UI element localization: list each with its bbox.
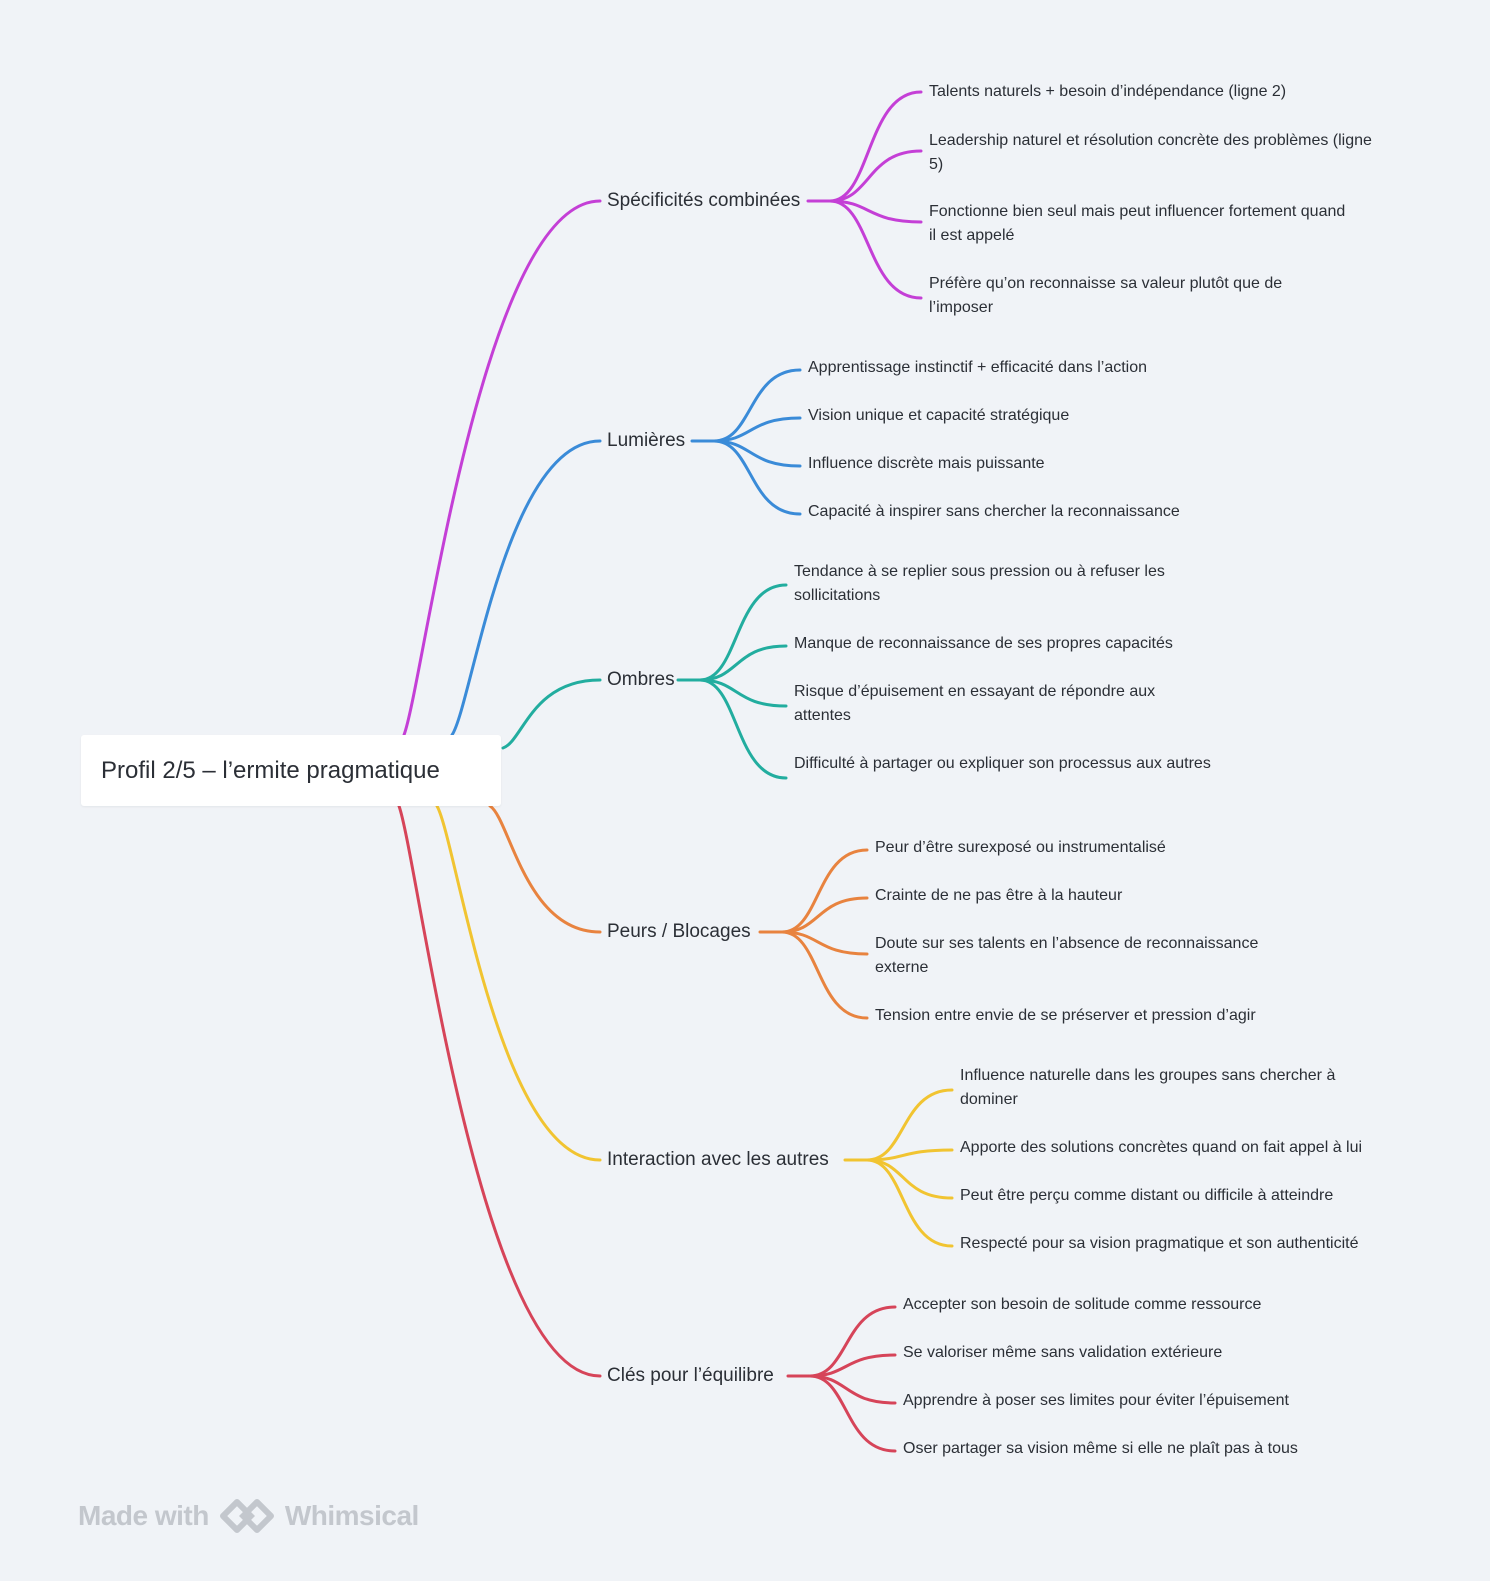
branch-label: Interaction avec les autres <box>607 1149 829 1170</box>
branch-leaf-connector <box>712 416 802 443</box>
branch-node-lumieres[interactable]: Lumières <box>607 429 685 453</box>
leaf-node[interactable]: Peur d’être surexposé ou instrumentalisé <box>875 839 1166 856</box>
branch-node-peurs[interactable]: Peurs / Blocages <box>607 920 751 944</box>
branch-leaf-connector <box>712 439 802 516</box>
root-node[interactable]: Profil 2/5 – l’ermite pragmatique <box>81 735 501 806</box>
branch-node-cles[interactable]: Clés pour l’équilibre <box>607 1364 774 1388</box>
leaf-node[interactable]: Respecté pour sa vision pragmatique et s… <box>960 1235 1359 1252</box>
branch-label: Ombres <box>607 669 675 690</box>
leaf-node[interactable]: Influence discrète mais puissante <box>808 455 1045 472</box>
branch-leaf-connector <box>698 583 788 682</box>
root-branch-connector <box>450 439 602 737</box>
branch-label: Spécificités combinées <box>607 190 801 211</box>
leaf-node[interactable]: Apprentissage instinctif + efficacité da… <box>808 359 1148 376</box>
branch-leaf-connector <box>780 896 869 934</box>
branch-leaf-connector <box>780 930 869 956</box>
leaf-node[interactable]: Manque de reconnaissance de ses propres … <box>794 635 1173 652</box>
branch-node-ombres[interactable]: Ombres <box>607 668 675 692</box>
leaf-node[interactable]: Influence naturelle dans les groupes san… <box>960 1067 1336 1108</box>
branch-leaf-connector <box>828 199 923 224</box>
branch-leaf-connector <box>698 678 788 708</box>
leaf-node[interactable]: Oser partager sa vision même si elle ne … <box>903 1440 1298 1457</box>
branch-label: Peurs / Blocages <box>607 921 751 942</box>
branch-leaf-connector <box>828 199 923 300</box>
branch-leaf-connector <box>865 1088 954 1162</box>
made-with-text: Made with <box>78 1500 209 1531</box>
leaf-node[interactable]: Accepter son besoin de solitude comme re… <box>903 1296 1262 1313</box>
leaf-node[interactable]: Apprendre à poser ses limites pour évite… <box>903 1392 1289 1409</box>
branch-leaf-connector <box>712 368 802 443</box>
leaf-node[interactable]: Préfère qu’on reconnaisse sa valeur plut… <box>929 275 1283 316</box>
branch-node-interaction[interactable]: Interaction avec les autres <box>607 1148 829 1172</box>
root-branch-connector <box>435 804 602 1162</box>
branch-leaf-connector <box>698 678 788 780</box>
whimsical-brand-text: Whimsical <box>284 1500 419 1531</box>
leaf-node[interactable]: Leadership naturel et résolution concrèt… <box>929 132 1372 173</box>
whimsical-watermark[interactable]: Made with Whimsical <box>78 1494 419 1538</box>
branch-leaf-connector <box>865 1158 954 1248</box>
root-branch-connector <box>488 804 602 934</box>
branch-node-specificites[interactable]: Spécificités combinées <box>607 189 800 213</box>
branch-leaf-connector <box>808 1305 897 1378</box>
leaf-node[interactable]: Apporte des solutions concrètes quand on… <box>960 1139 1363 1156</box>
branch-leaf-connector <box>808 1353 897 1378</box>
leaf-node[interactable]: Tendance à se replier sous pression ou à… <box>794 563 1165 604</box>
leaf-node[interactable]: Se valoriser même sans validation extéri… <box>903 1344 1223 1361</box>
branch-label: Lumières <box>607 430 686 451</box>
branch-label: Clés pour l’équilibre <box>607 1365 774 1386</box>
leaf-node[interactable]: Vision unique et capacité stratégique <box>808 407 1070 424</box>
leaf-node[interactable]: Peut être perçu comme distant ou diffici… <box>960 1187 1334 1204</box>
branch-leaf-connector <box>780 848 869 934</box>
root-branch-connector <box>402 199 602 737</box>
leaf-node[interactable]: Capacité à inspirer sans chercher la rec… <box>808 503 1180 520</box>
leaf-node[interactable]: Difficulté à partager ou expliquer son p… <box>794 755 1211 772</box>
leaf-node[interactable]: Doute sur ses talents en l’absence de re… <box>875 935 1259 976</box>
leaf-node[interactable]: Fonctionne bien seul mais peut influence… <box>929 203 1346 244</box>
branch-leaf-connector <box>780 930 869 1020</box>
root-branch-connector <box>397 804 602 1378</box>
root-branch-connector <box>501 678 602 750</box>
branch-leaf-connector <box>698 644 788 682</box>
branch-leaf-connector <box>865 1148 954 1162</box>
leaf-node[interactable]: Risque d’épuisement en essayant de répon… <box>794 683 1156 724</box>
leaf-node[interactable]: Tension entre envie de se préserver et p… <box>875 1007 1256 1024</box>
branch-leaf-connector <box>828 149 923 203</box>
root-node-label: Profil 2/5 – l’ermite pragmatique <box>101 756 440 784</box>
whimsical-logo-icon <box>219 1499 274 1533</box>
branch-leaf-connector <box>828 90 923 203</box>
leaf-node[interactable]: Talents naturels + besoin d’indépendance… <box>929 83 1287 100</box>
leaf-node[interactable]: Crainte de ne pas être à la hauteur <box>875 887 1123 904</box>
branch-leaf-connector <box>808 1374 897 1453</box>
